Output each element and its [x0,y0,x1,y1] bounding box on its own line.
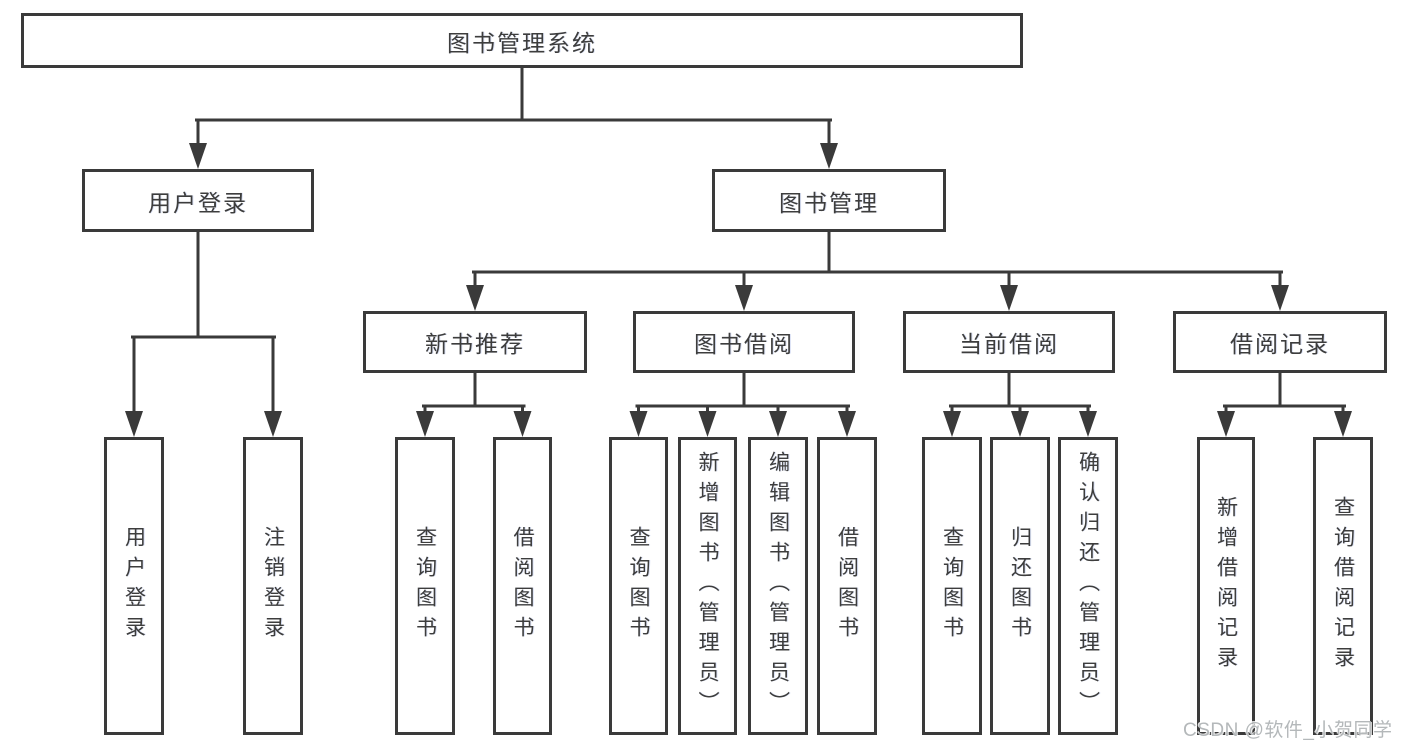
node-leaf-rec-query: 查询借阅记录 [1313,437,1373,735]
node-label-leaf-logout: 注销登录 [261,526,285,646]
node-label-leaf-cb-query: 查询图书 [940,526,964,646]
edge-root [189,66,838,169]
node-leaf-bb-query: 查询图书 [609,437,668,735]
node-book-mgmt: 图书管理 [712,169,946,232]
node-label-leaf-bb-query: 查询图书 [627,526,650,646]
node-label-user-login: 用户登录 [148,189,248,216]
node-leaf-cb-query: 查询图书 [922,437,982,735]
node-label-book-mgmt: 图书管理 [779,189,879,216]
node-leaf-bb-add: 新增图书（管理员） [678,437,737,735]
node-leaf-cb-confirm: 确认归还（管理员） [1058,437,1118,735]
edge-new-book-rec [416,371,532,437]
node-leaf-logout: 注销登录 [243,437,303,735]
node-root: 图书管理系统 [21,13,1023,68]
node-book-borrow: 图书借阅 [633,311,855,373]
node-label-new-book-rec: 新书推荐 [425,331,525,357]
node-label-leaf-user-login: 用户登录 [122,526,146,646]
node-leaf-bb-borrow: 借阅图书 [817,437,877,735]
edge-borrow-records [1217,371,1352,437]
node-leaf-user-login: 用户登录 [104,437,164,735]
node-label-leaf-rec-add: 新增借阅记录 [1214,496,1238,676]
node-label-leaf-cb-confirm: 确认归还（管理员） [1076,451,1100,721]
node-leaf-nb-query: 查询图书 [395,437,455,735]
node-label-leaf-bb-borrow: 借阅图书 [835,526,859,646]
node-user-login: 用户登录 [82,169,314,232]
node-leaf-cb-return: 归还图书 [990,437,1050,735]
edge-user-login [125,230,282,437]
node-label-leaf-bb-edit: 编辑图书（管理员） [766,451,790,721]
node-label-leaf-bb-add: 新增图书（管理员） [696,451,719,721]
node-label-root: 图书管理系统 [447,29,597,56]
node-label-borrow-records: 借阅记录 [1230,331,1330,357]
node-label-leaf-cb-return: 归还图书 [1008,526,1032,646]
edge-book-mgmt [466,230,1289,311]
node-label-book-borrow: 图书借阅 [694,331,794,357]
node-label-leaf-nb-query: 查询图书 [413,526,437,646]
node-label-current-borrow: 当前借阅 [959,331,1059,357]
edge-current-borrow [943,371,1097,437]
watermark-text: CSDN @软件_小贺同学 [1183,720,1393,741]
node-borrow-records: 借阅记录 [1173,311,1387,373]
edge-book-borrow [629,371,856,437]
node-label-leaf-rec-query: 查询借阅记录 [1331,496,1355,676]
node-label-leaf-nb-borrow: 借阅图书 [511,526,534,646]
node-leaf-bb-edit: 编辑图书（管理员） [748,437,808,735]
node-new-book-rec: 新书推荐 [363,311,587,373]
node-leaf-nb-borrow: 借阅图书 [493,437,552,735]
node-leaf-rec-add: 新增借阅记录 [1197,437,1255,735]
node-current-borrow: 当前借阅 [903,311,1115,373]
